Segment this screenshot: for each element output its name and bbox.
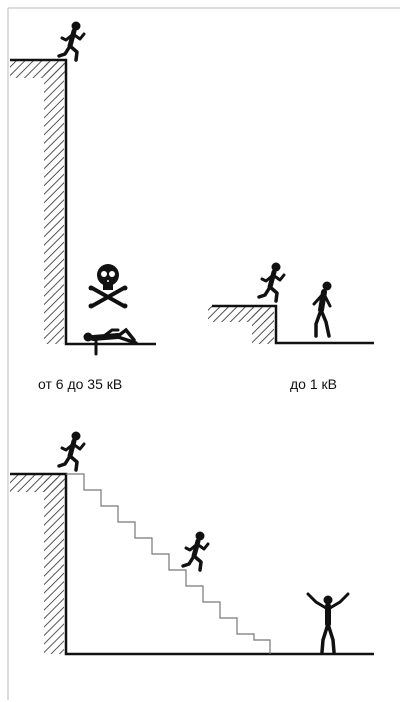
voltage-caption-low: до 1 кВ [290, 376, 337, 392]
cliff-outline [10, 60, 156, 344]
wall-hatch-top [10, 60, 66, 78]
running-person-icon [59, 22, 84, 61]
stairs-wall-outline [10, 474, 374, 654]
standing-person-icon [314, 282, 332, 337]
lying-person-icon [84, 330, 137, 354]
scene-high-voltage-fall [10, 22, 156, 355]
running-person-icon [259, 263, 284, 302]
stairs-wall-hatch-side [44, 478, 64, 654]
raised-arms-person-icon [308, 594, 348, 652]
wall-hatch-left [44, 62, 64, 344]
staircase [66, 474, 270, 654]
voltage-caption-high: от 6 до 35 кВ [38, 376, 122, 392]
step-hatch-side [252, 308, 274, 344]
skull-crossbones-icon [89, 264, 128, 309]
running-person-icon [59, 432, 84, 471]
scene-low-voltage-step [208, 263, 374, 345]
scene-stairs-descent [10, 432, 374, 655]
running-person-icon [183, 532, 208, 571]
